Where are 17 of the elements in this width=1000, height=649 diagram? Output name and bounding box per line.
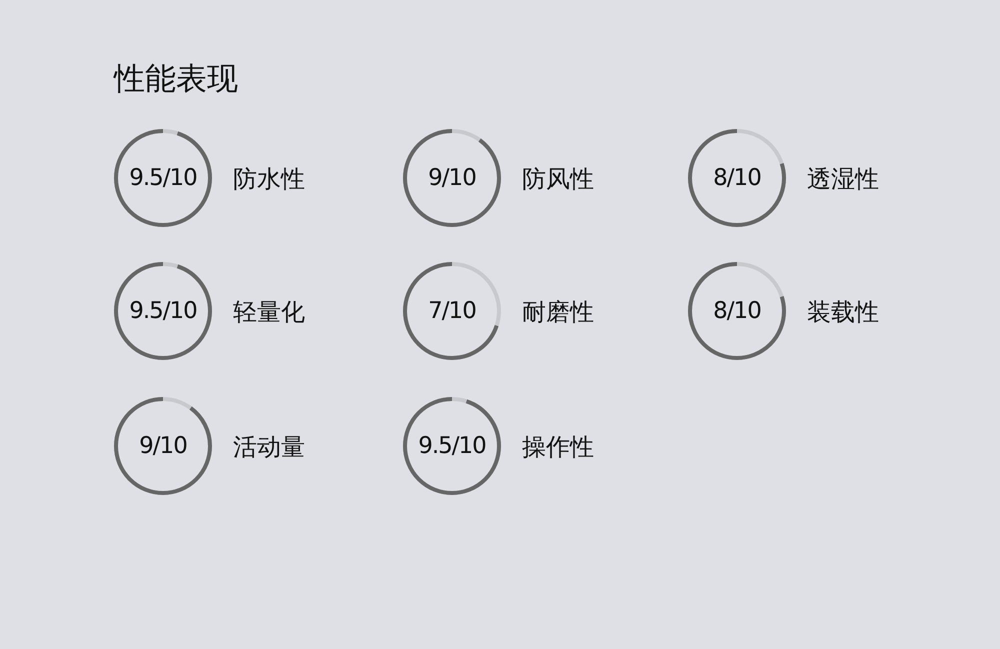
score-value: 7/10 (428, 298, 476, 324)
score-value: 9.5/10 (129, 165, 197, 191)
attribute-label: 活动量 (233, 432, 305, 463)
score-value: 9/10 (139, 433, 187, 459)
score-value: 9.5/10 (129, 298, 197, 324)
score-value: 9.5/10 (418, 433, 486, 459)
attribute-label: 防风性 (522, 164, 594, 195)
attribute-label: 防水性 (233, 164, 305, 195)
attribute-label: 装载性 (807, 297, 879, 328)
score-value: 8/10 (713, 165, 761, 191)
score-value: 8/10 (713, 298, 761, 324)
chart-title: 性能表现 (114, 60, 238, 99)
attribute-label: 透湿性 (807, 164, 879, 195)
attribute-label: 耐磨性 (522, 297, 594, 328)
score-value: 9/10 (428, 165, 476, 191)
attribute-label: 操作性 (522, 432, 594, 463)
attribute-label: 轻量化 (233, 297, 305, 328)
